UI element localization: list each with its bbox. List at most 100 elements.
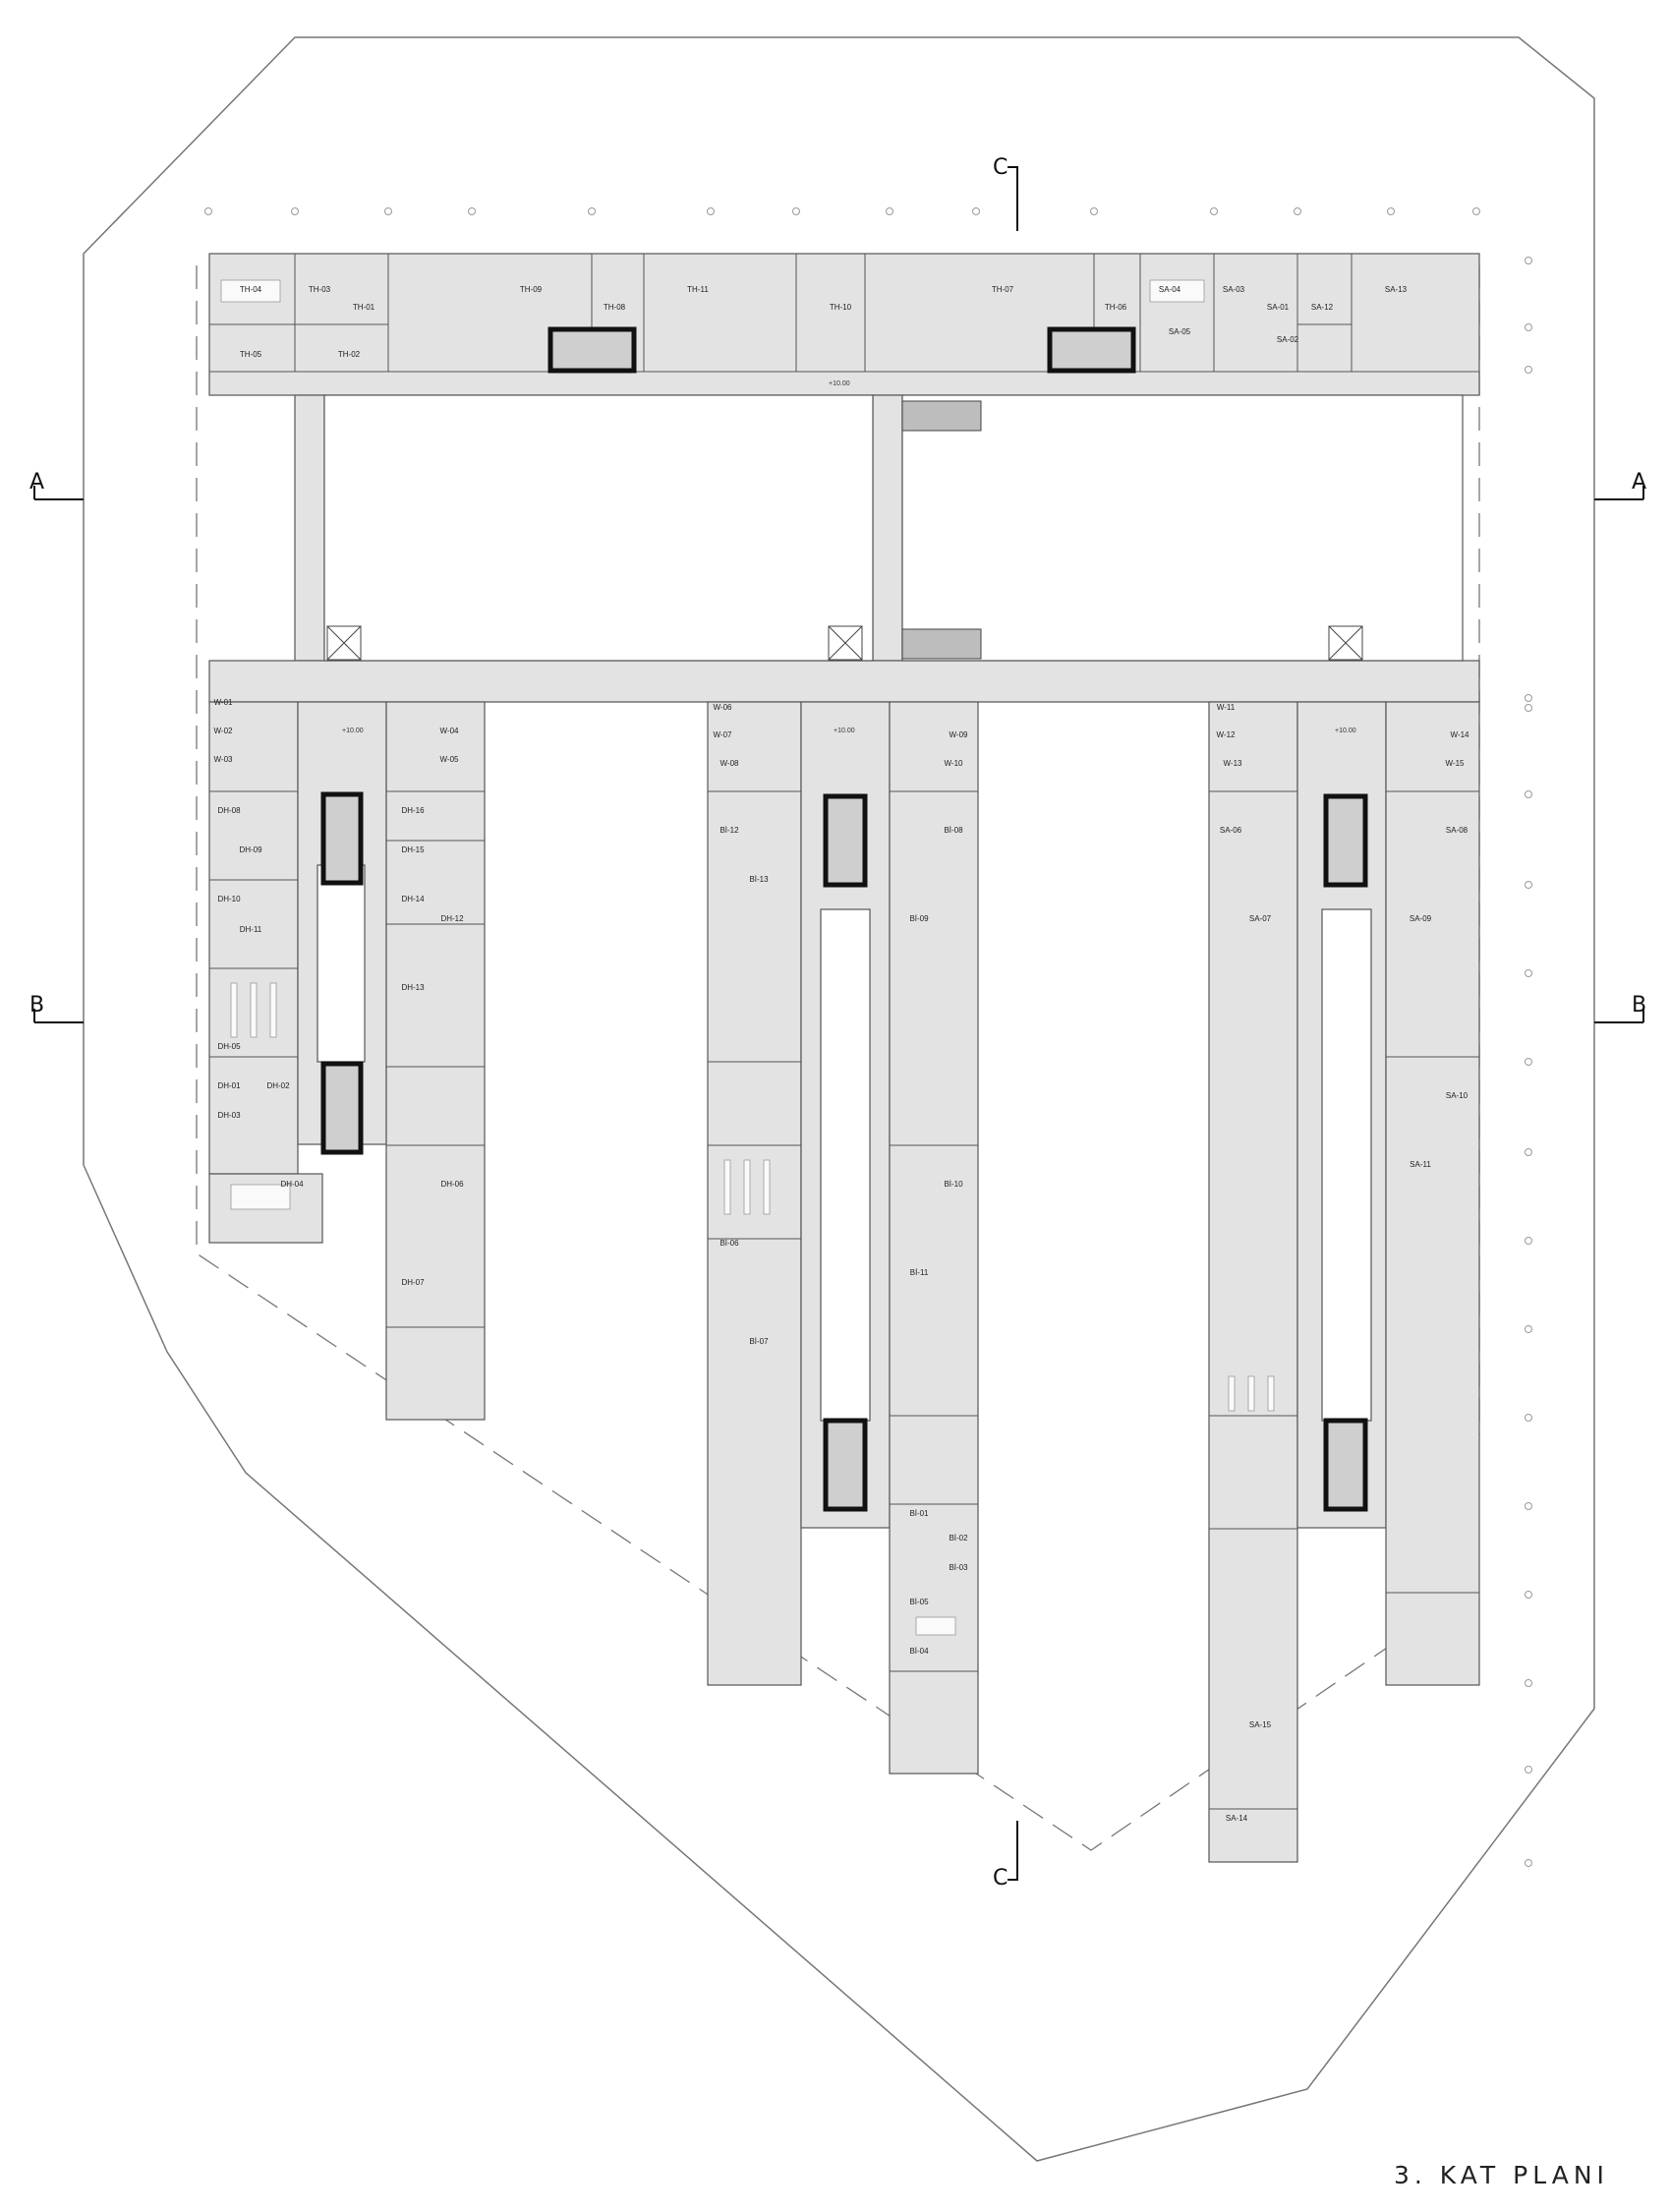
room-label: DH-11 (240, 925, 262, 934)
room-label: DH-16 (401, 806, 425, 815)
room-label: Bİ-09 (909, 914, 929, 923)
room-label: Bİ-12 (720, 826, 739, 835)
room-label: TH-05 (240, 350, 262, 359)
room-label: DH-13 (401, 983, 425, 992)
room-label: DH-03 (217, 1111, 241, 1120)
core-east-2 (1323, 1418, 1368, 1512)
atrium-west (323, 394, 874, 662)
room-label: TH-11 (687, 285, 709, 294)
room-label: TH-03 (309, 285, 331, 294)
room-label: W-05 (440, 755, 460, 764)
north-wing (208, 253, 1480, 396)
room-label: DH-12 (440, 914, 464, 923)
core-east-1 (1323, 793, 1368, 888)
west-block-right (385, 701, 486, 1421)
room-label: Bİ-06 (720, 1239, 739, 1248)
room-label: SA-08 (1446, 826, 1468, 835)
elevation-label: +10.00 (834, 728, 855, 734)
room-label: DH-09 (239, 845, 262, 854)
room-label: W-09 (950, 730, 969, 739)
cross-corridor (208, 660, 1480, 703)
room-label: W-15 (1446, 759, 1466, 768)
core-west-2 (320, 1061, 364, 1155)
room-label: TH-04 (240, 285, 262, 294)
room-label: Bİ-11 (910, 1268, 929, 1277)
room-label: W-14 (1451, 730, 1470, 739)
floor-slabs (208, 253, 1480, 1863)
room-label: W-10 (945, 759, 964, 768)
room-label: DH-06 (440, 1180, 464, 1189)
room-label: Bİ-07 (749, 1337, 769, 1346)
shafts (326, 625, 1363, 661)
room-label: Bİ-10 (944, 1180, 963, 1189)
room-label: SA-03 (1223, 285, 1245, 294)
room-label: DH-15 (401, 845, 425, 854)
core-mid-1 (823, 793, 868, 888)
room-label: Bİ-02 (949, 1534, 968, 1543)
room-label: SA-10 (1446, 1091, 1468, 1100)
section-a-right: A (1632, 470, 1647, 495)
connector-mid (872, 394, 903, 662)
room-label: SA-15 (1249, 1720, 1272, 1729)
room-label: TH-09 (520, 285, 543, 294)
room-label: Bİ-04 (909, 1647, 929, 1656)
room-label: DH-08 (217, 806, 241, 815)
room-label: TH-06 (1105, 303, 1127, 312)
stairs (901, 400, 982, 660)
mid-block-left (707, 701, 802, 1686)
room-label: SA-12 (1311, 303, 1334, 312)
room-label: TH-10 (830, 303, 852, 312)
room-label: Bİ-13 (749, 875, 769, 884)
grid-axis-top (204, 207, 1480, 215)
elevation-label: +10.00 (829, 380, 850, 387)
room-label: W-03 (214, 755, 234, 764)
section-b-left: B (29, 993, 45, 1018)
room-label: W-01 (214, 698, 234, 707)
room-label: TH-07 (992, 285, 1014, 294)
east-block-right (1385, 701, 1480, 1686)
room-label: W-11 (1217, 703, 1236, 712)
room-label: DH-01 (217, 1081, 241, 1090)
room-label: SA-11 (1410, 1160, 1431, 1169)
section-lines (33, 166, 1644, 1881)
section-b-right: B (1632, 993, 1647, 1018)
room-label: Bİ-08 (944, 826, 963, 835)
room-label: W-13 (1224, 759, 1243, 768)
room-label: W-02 (214, 727, 234, 735)
room-label: DH-14 (401, 895, 425, 903)
room-label: SA-05 (1169, 327, 1191, 336)
core-north-1 (547, 326, 637, 374)
room-label: W-04 (440, 727, 460, 735)
room-label: TH-08 (604, 303, 626, 312)
room-label: DH-02 (266, 1081, 290, 1090)
room-label: DH-04 (280, 1180, 304, 1189)
room-label: DH-05 (217, 1042, 241, 1051)
elevation-label: +10.00 (342, 728, 364, 734)
connector-west (294, 394, 325, 662)
room-label: SA-09 (1410, 914, 1432, 923)
section-c-bottom: C (993, 1866, 1008, 1891)
room-label: SA-04 (1159, 285, 1181, 294)
room-label: Bİ-03 (949, 1563, 968, 1572)
room-label: SA-07 (1249, 914, 1272, 923)
elevation-label: +10.00 (1335, 728, 1356, 734)
cores (320, 326, 1368, 1512)
room-label: W-12 (1217, 730, 1237, 739)
section-a-left: A (29, 470, 45, 495)
west-block-left (208, 701, 299, 1175)
room-label: SA-06 (1220, 826, 1242, 835)
room-label: TH-02 (338, 350, 361, 359)
room-label: W-08 (720, 759, 740, 768)
light-well-mid (820, 908, 871, 1422)
east-block-left (1208, 701, 1298, 1863)
room-label: DH-07 (401, 1278, 425, 1287)
core-west-1 (320, 791, 364, 886)
room-label: DH-10 (217, 895, 241, 903)
room-label: W-07 (714, 730, 733, 739)
atrium-east (901, 394, 1464, 662)
room-label: SA-13 (1385, 285, 1408, 294)
room-label: SA-14 (1226, 1814, 1248, 1823)
room-label: W-06 (714, 703, 733, 712)
core-mid-2 (823, 1418, 868, 1512)
